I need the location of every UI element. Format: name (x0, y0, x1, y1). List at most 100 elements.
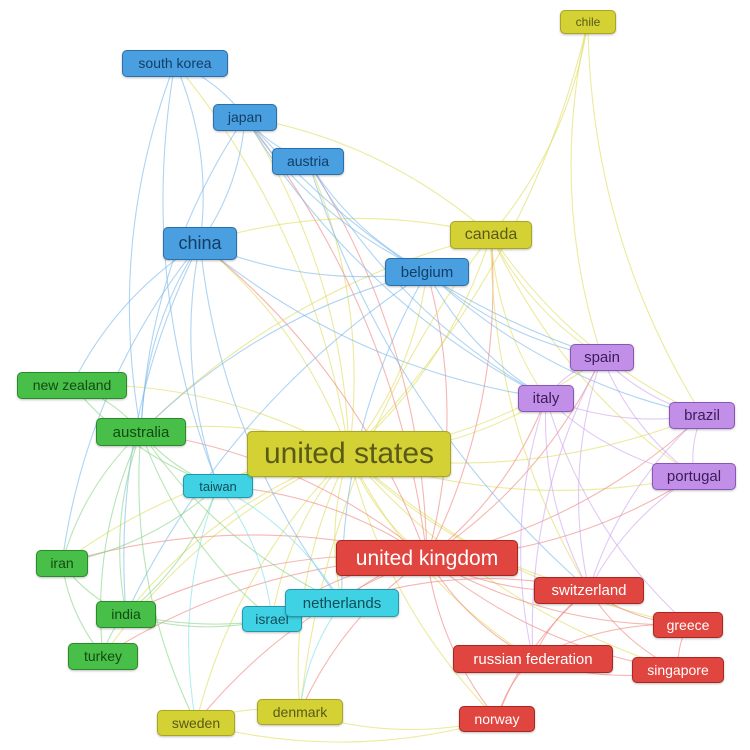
edge-australia-india (119, 431, 142, 615)
edge-austria-belgium (307, 160, 428, 273)
node-label: israel (255, 611, 289, 627)
node-label: india (111, 606, 141, 622)
node-label: china (178, 233, 222, 253)
edge-australia-sweden (138, 431, 197, 724)
node-australia[interactable]: australia (96, 418, 186, 446)
node-label: taiwan (199, 478, 237, 494)
node-label: spain (584, 348, 620, 366)
edge-spain-switzerland (578, 356, 603, 591)
edge-china-south-korea (174, 62, 204, 244)
node-united-kingdom[interactable]: united kingdom (336, 540, 518, 576)
node-label: iran (50, 555, 74, 571)
node-china[interactable]: china (163, 226, 237, 260)
node-brazil[interactable]: brazil (669, 401, 735, 429)
node-belgium[interactable]: belgium (385, 258, 469, 286)
edge-brazil-switzerland (588, 414, 703, 591)
node-greece[interactable]: greece (653, 612, 723, 638)
node-sweden[interactable]: sweden (157, 710, 235, 736)
edge-chile-spain (570, 21, 603, 358)
edge-australia-israel (140, 431, 273, 620)
node-label: australia (112, 423, 170, 441)
edge-layer (61, 21, 703, 743)
edge-canada-china (199, 217, 492, 244)
edge-united-states-denmark (297, 453, 350, 713)
edge-united-states-china (199, 242, 350, 455)
node-label: russian federation (473, 650, 593, 668)
node-netherlands[interactable]: netherlands (285, 589, 399, 617)
edge-portugal-switzerland (588, 475, 695, 591)
edge-united-states-south-korea (174, 62, 350, 455)
edge-austria-italy (307, 160, 547, 399)
node-iran[interactable]: iran (36, 549, 88, 577)
node-chile[interactable]: chile (560, 10, 616, 34)
edge-netherlands-taiwan (217, 485, 343, 604)
edge-italy-switzerland (544, 397, 590, 591)
node-label: chile (575, 15, 601, 29)
node-label: united states (263, 437, 435, 470)
node-norway[interactable]: norway (459, 706, 535, 732)
node-label: norway (474, 711, 520, 727)
edge-spain-russian-federation (531, 356, 603, 660)
edge-united-states-chile (348, 21, 589, 455)
node-label: denmark (272, 704, 328, 720)
node-label: japan (227, 109, 263, 125)
node-label: belgium (400, 263, 454, 281)
node-russian-federation[interactable]: russian federation (453, 645, 613, 673)
node-label: sweden (171, 715, 221, 731)
edge-united-kingdom-canada (426, 234, 494, 559)
node-united-states[interactable]: united states (247, 431, 451, 477)
edge-south-korea-australia (128, 62, 176, 433)
node-turkey[interactable]: turkey (68, 642, 138, 670)
edge-united-kingdom-belgium (426, 271, 448, 559)
edge-china-japan (199, 116, 246, 244)
edge-canada-brazil (490, 234, 703, 416)
node-label: portugal (666, 467, 722, 485)
edge-united-states-sweden (195, 453, 350, 724)
node-india[interactable]: india (96, 600, 156, 628)
node-denmark[interactable]: denmark (257, 699, 343, 725)
edge-canada-japan (244, 116, 492, 236)
node-spain[interactable]: spain (570, 343, 634, 371)
edge-united-kingdom-denmark (299, 557, 428, 713)
edge-belgium-australia (140, 271, 428, 433)
node-label: netherlands (302, 594, 382, 612)
node-label: italy (532, 389, 560, 407)
node-new-zealand[interactable]: new zealand (17, 371, 127, 399)
edge-china-taiwan (190, 242, 219, 487)
edge-united-states-japan (244, 116, 350, 455)
edge-united-states-singapore (348, 453, 679, 671)
edge-united-states-austria (307, 160, 355, 455)
node-label: greece (666, 617, 710, 633)
edge-united-kingdom-spain (426, 356, 603, 559)
edge-austria-switzerland (307, 160, 590, 591)
node-singapore[interactable]: singapore (632, 657, 724, 683)
node-japan[interactable]: japan (213, 103, 277, 131)
node-label: switzerland (551, 581, 627, 599)
edge-sweden-norway (195, 718, 498, 743)
edge-italy-greece (545, 397, 689, 626)
edge-taiwan-sweden (188, 485, 219, 724)
node-switzerland[interactable]: switzerland (534, 576, 644, 604)
edge-canada-chile (490, 21, 589, 236)
node-south-korea[interactable]: south korea (122, 49, 228, 77)
node-label: new zealand (32, 377, 112, 393)
edge-canada-switzerland (490, 234, 590, 591)
node-label: austria (286, 153, 330, 169)
edge-chile-brazil (587, 21, 703, 416)
edge-united-kingdom-norway (426, 557, 498, 720)
node-label: singapore (647, 662, 709, 678)
edge-belgium-india (125, 271, 428, 615)
node-italy[interactable]: italy (518, 384, 574, 412)
node-taiwan[interactable]: taiwan (183, 474, 253, 498)
node-austria[interactable]: austria (272, 147, 344, 175)
edge-united-kingdom-austria (307, 160, 428, 559)
node-label: south korea (138, 55, 212, 71)
node-label: turkey (83, 648, 123, 664)
edge-japan-belgium (244, 116, 428, 273)
node-israel[interactable]: israel (242, 606, 302, 632)
edge-israel-taiwan (217, 485, 273, 620)
node-portugal[interactable]: portugal (652, 462, 736, 490)
node-label: canada (464, 226, 518, 243)
edge-united-states-norway (348, 453, 498, 720)
node-canada[interactable]: canada (450, 221, 532, 249)
